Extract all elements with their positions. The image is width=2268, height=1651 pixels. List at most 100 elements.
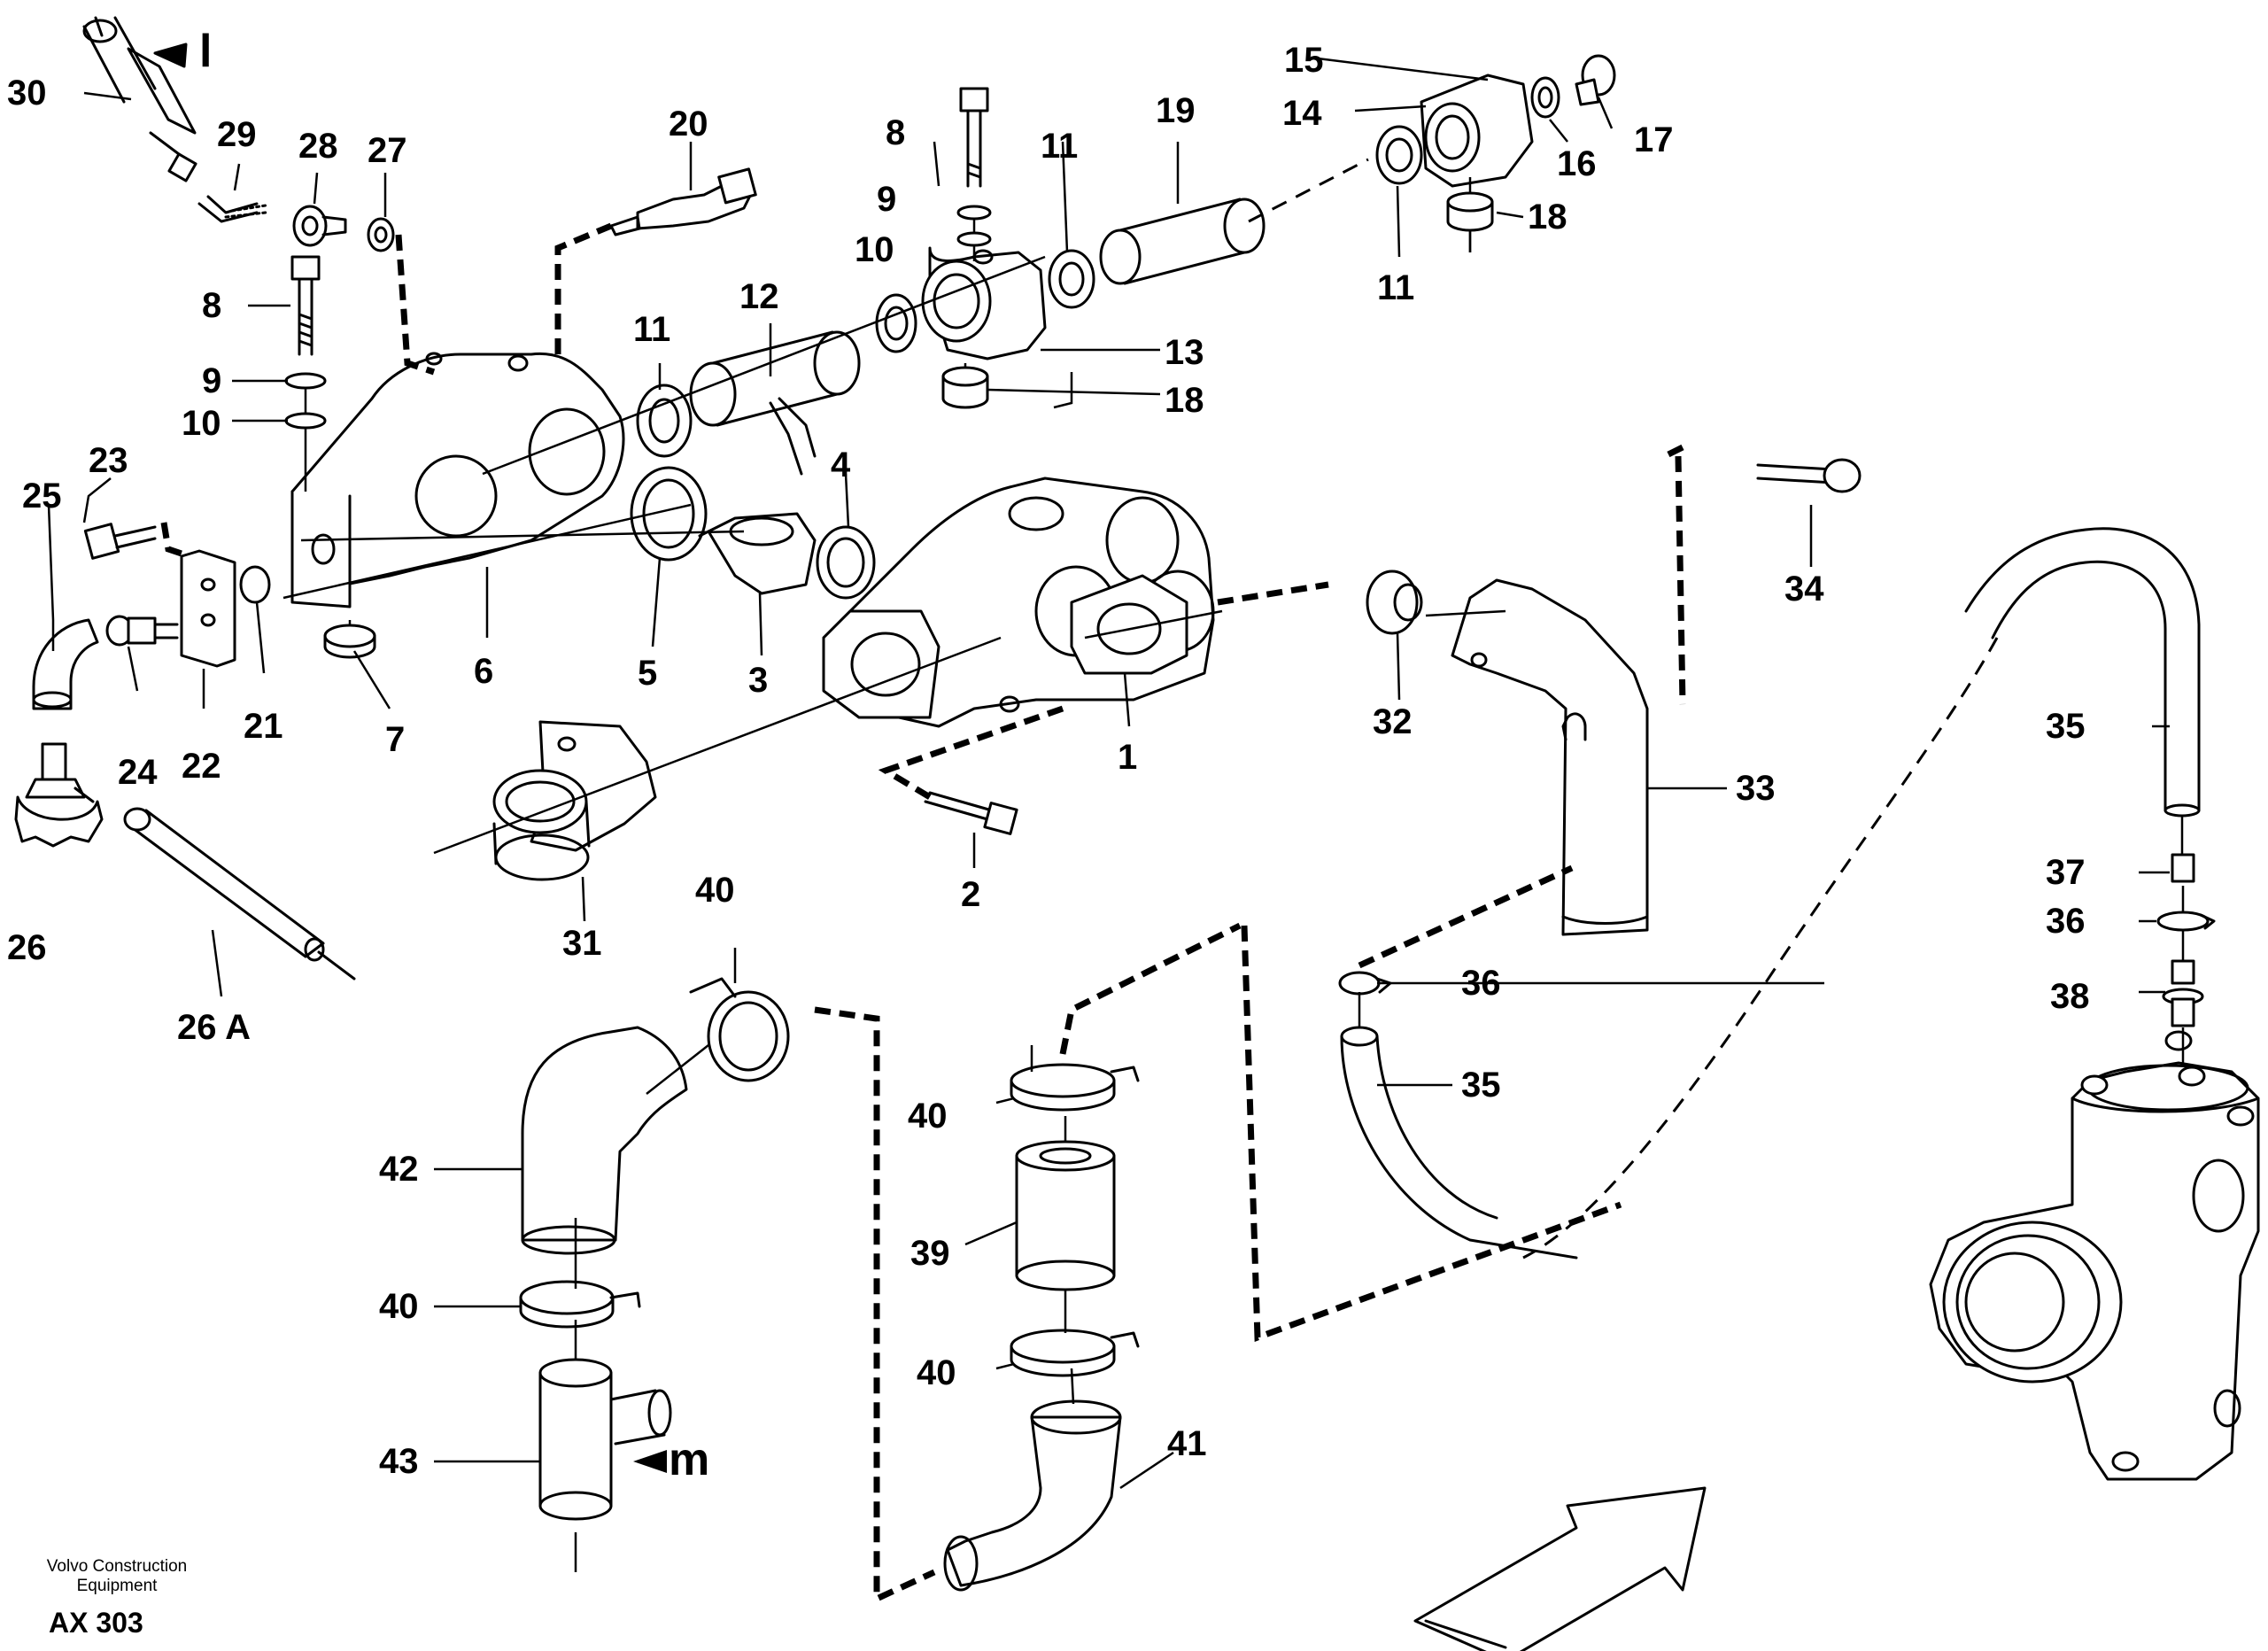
- part-38-nipple: [2162, 959, 2204, 1027]
- callout-26: 26: [7, 928, 47, 967]
- callout-28: 28: [298, 127, 338, 166]
- callout-24: 24: [118, 753, 158, 792]
- view-arrow-l: [153, 43, 188, 68]
- part-26a-hose: [123, 807, 356, 981]
- part-35-hose-upper: [1964, 527, 2201, 818]
- callout-31: 31: [562, 924, 602, 963]
- callout-8-right: 8: [886, 113, 906, 152]
- footer-company-line2: Equipment: [76, 1577, 158, 1595]
- callout-10-right: 10: [855, 230, 894, 269]
- callout-38: 38: [2050, 977, 2090, 1016]
- view-mark-m: m: [669, 1434, 710, 1485]
- callout-7: 7: [385, 720, 406, 759]
- callout-36-lower: 36: [1461, 964, 1501, 1003]
- callout-9-right: 9: [877, 180, 897, 219]
- callout-42: 42: [379, 1150, 419, 1189]
- callout-30: 30: [7, 74, 47, 112]
- callout-41: 41: [1167, 1424, 1207, 1463]
- callout-3: 3: [748, 661, 769, 700]
- part-4-seal: [816, 525, 876, 600]
- part-35-hose-lower: [1340, 1026, 1578, 1260]
- view-mark-l: l: [199, 26, 213, 77]
- leader-lines: [47, 56, 2185, 1572]
- callout-20: 20: [669, 105, 708, 143]
- part-1-housing: [822, 477, 1215, 728]
- callout-10-left: 10: [182, 404, 221, 443]
- callout-11-b: 11: [1041, 127, 1079, 166]
- part-42-elbow-hose: [521, 1026, 688, 1255]
- callout-32: 32: [1373, 702, 1413, 741]
- footer-drawing-code: AX 303: [49, 1607, 143, 1639]
- part-30-hose: [82, 16, 197, 182]
- callout-2: 2: [961, 875, 981, 914]
- part-32-grommet: [1366, 570, 1423, 635]
- callout-40-lower-left: 40: [379, 1287, 419, 1326]
- callout-40-mid-lower: 40: [917, 1353, 956, 1392]
- part-22-flange-plate: [180, 549, 236, 668]
- callout-15: 15: [1284, 41, 1324, 80]
- part-9-washer-left: [284, 372, 327, 390]
- callout-4: 4: [831, 446, 851, 484]
- callout-26a: 26 A: [177, 1008, 252, 1047]
- part-8-bolt-right: [959, 87, 989, 188]
- callout-23: 23: [89, 441, 128, 480]
- part-40-clamp-mid-lower: [1010, 1329, 1140, 1377]
- callout-9-left: 9: [202, 361, 222, 400]
- part-7-seal-ring: [323, 624, 376, 659]
- callout-36-upper: 36: [2046, 902, 2086, 941]
- view-arrow-m: [633, 1450, 667, 1473]
- callout-1: 1: [1118, 738, 1138, 777]
- footer-company: Volvo Construction Equipment: [19, 1557, 214, 1596]
- callout-29: 29: [217, 115, 257, 154]
- part-13-tee-housing: [921, 246, 1047, 360]
- part-8-bolt-left: [290, 255, 321, 356]
- part-12-pipe: [689, 330, 861, 476]
- part-10-washer-left: [284, 412, 327, 430]
- part-24-nipple: [105, 615, 179, 647]
- part-11-seal-b: [875, 293, 917, 353]
- assembly-dash-lines: [160, 222, 1686, 1604]
- part-9-washer-right: [956, 205, 992, 221]
- part-16-washer: [1530, 76, 1560, 119]
- part-23-screw: [83, 523, 157, 560]
- part-29-elbow-nipple: [197, 195, 267, 223]
- callout-16: 16: [1557, 144, 1597, 183]
- callout-37: 37: [2046, 853, 2086, 892]
- part-33-outlet-pipe: [1451, 578, 1649, 936]
- callout-35-upper: 35: [2046, 707, 2086, 746]
- callout-12: 12: [739, 277, 779, 316]
- callout-25: 25: [22, 477, 62, 515]
- callout-43: 43: [379, 1442, 419, 1481]
- part-34-bolt: [1756, 458, 1862, 493]
- callout-5: 5: [638, 654, 658, 693]
- water-pump: [1929, 1030, 2260, 1481]
- part-3-thermostat: [698, 512, 817, 595]
- assembly-thin-dash: [1248, 158, 1999, 1260]
- part-5-seal: [630, 466, 708, 562]
- callout-27: 27: [368, 131, 407, 170]
- callout-21: 21: [244, 707, 283, 746]
- callout-39: 39: [910, 1234, 950, 1273]
- callout-13: 13: [1165, 333, 1204, 372]
- part-39-sleeve: [1015, 1140, 1116, 1291]
- callout-40-mid-top: 40: [908, 1097, 948, 1136]
- part-11-seal-c: [1048, 249, 1095, 309]
- part-31-outlet: [492, 720, 657, 881]
- part-21-washer: [239, 565, 271, 604]
- callout-11-c: 11: [1377, 268, 1415, 307]
- part-41-elbow-hose: [943, 1399, 1122, 1592]
- part-2-bolt: [924, 791, 1018, 835]
- callout-33: 33: [1736, 769, 1776, 808]
- callout-8-left: 8: [202, 286, 222, 325]
- callout-19: 19: [1156, 91, 1196, 130]
- callout-18-b: 18: [1528, 198, 1567, 236]
- part-40-clamp-mid-top: [1010, 1063, 1140, 1112]
- callout-14: 14: [1282, 94, 1322, 133]
- part-43-adapter: [538, 1358, 672, 1521]
- callout-11-a: 11: [633, 310, 671, 349]
- callout-34: 34: [1784, 570, 1824, 608]
- part-20-temperature-sensor: [609, 167, 757, 236]
- part-36-clamp-upper: [2156, 911, 2216, 932]
- part-14-housing: [1420, 74, 1534, 188]
